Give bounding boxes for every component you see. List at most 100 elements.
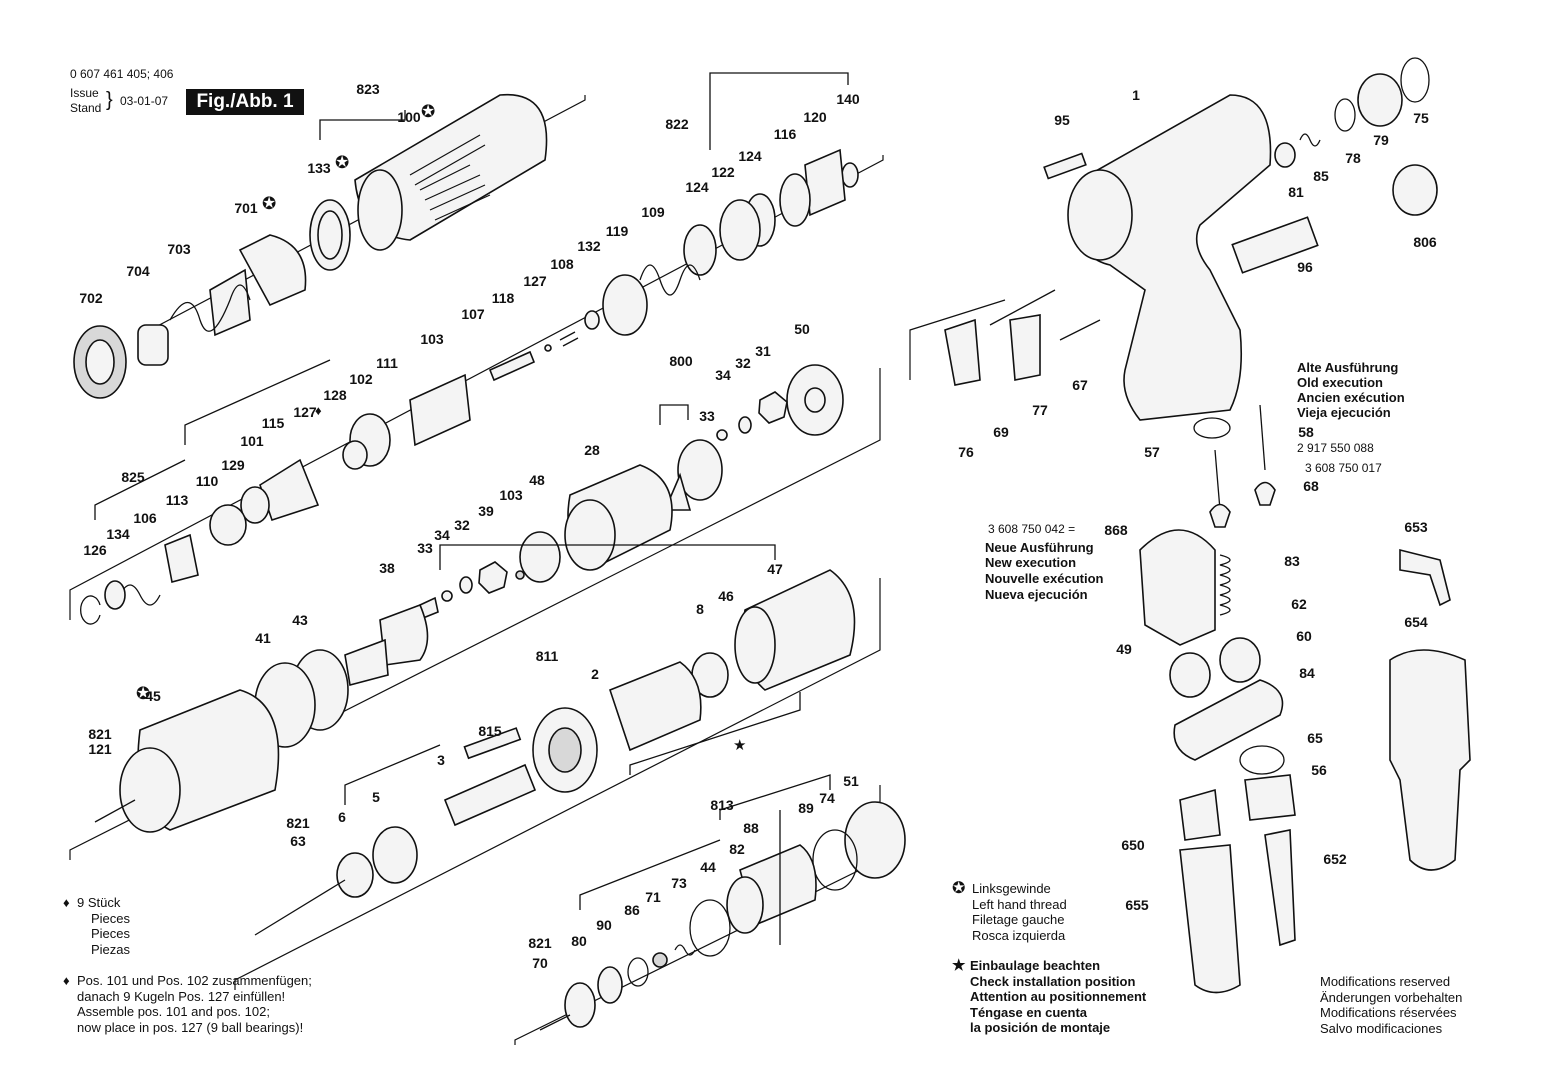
modifications-es: Salvo modificaciones bbox=[1320, 1020, 1443, 1036]
part-number-label: 701 bbox=[234, 200, 258, 216]
part-number-label: 56 bbox=[1311, 762, 1327, 778]
part-number-label: 103 bbox=[499, 487, 523, 503]
part-number-label: 43 bbox=[292, 612, 308, 628]
part-number-label: 132 bbox=[577, 238, 601, 254]
old-part-b: 3 608 750 017 bbox=[1305, 461, 1382, 475]
part-number-label: 34 bbox=[715, 367, 731, 383]
part-number-label: 121 bbox=[88, 741, 112, 757]
part-number-label: 86 bbox=[624, 902, 640, 918]
part-number-label: 821 bbox=[528, 935, 552, 951]
part-number-label: 101 bbox=[240, 433, 264, 449]
part-number-label: 120 bbox=[803, 109, 827, 125]
part-number-label: 107 bbox=[461, 306, 485, 322]
legend-pieces: ♦9 Stück Pieces Pieces Piezas bbox=[63, 895, 130, 957]
part-number-label: 70 bbox=[532, 955, 548, 971]
part-number-label: 815 bbox=[478, 723, 502, 739]
modifications-notice: Modifications reserved Änderungen vorbeh… bbox=[1320, 974, 1462, 1036]
part-number-label: 49 bbox=[1116, 641, 1132, 657]
old-execution-de: Alte Ausführung bbox=[1297, 360, 1399, 375]
new-execution-en: New execution bbox=[985, 555, 1077, 570]
part-number-label: 57 bbox=[1144, 444, 1160, 460]
part-number-label: 67 bbox=[1072, 377, 1088, 393]
old-execution-es: Vieja ejecución bbox=[1297, 405, 1391, 420]
part-number-label: 96 bbox=[1297, 259, 1313, 275]
parts-row-1 bbox=[73, 93, 548, 399]
legend-pieces-es: Piezas bbox=[91, 941, 131, 957]
part-number-label: 109 bbox=[641, 204, 665, 220]
legend-install-es1: Téngase en cuenta bbox=[970, 1004, 1088, 1020]
part-number-label: 33 bbox=[699, 408, 715, 424]
part-number-label: 88 bbox=[743, 820, 759, 836]
brace-glyph: } bbox=[106, 89, 113, 111]
leader-lines bbox=[94, 72, 849, 910]
old-execution-fr: Ancien exécution bbox=[1297, 390, 1405, 405]
legend-assembly-line4: now place in pos. 127 (9 ball bearings)! bbox=[77, 1019, 304, 1035]
part-number-label: 127 bbox=[523, 273, 547, 289]
part-number-label: 655 bbox=[1125, 897, 1149, 913]
part-number-label: 825 bbox=[121, 469, 145, 485]
legend-assembly: ♦Pos. 101 und Pos. 102 zusammenfügen; da… bbox=[63, 973, 312, 1035]
part-number-label: 111 bbox=[376, 355, 398, 371]
part-number-label: 60 bbox=[1296, 628, 1312, 644]
part-number-label: 124 bbox=[685, 179, 709, 195]
legend-left-thread-es: Rosca izquierda bbox=[972, 927, 1066, 943]
part-number-label: 63 bbox=[290, 833, 306, 849]
part-number-label: 84 bbox=[1299, 665, 1315, 681]
part-number-label: 127 bbox=[293, 404, 317, 420]
part-number-label: 652 bbox=[1323, 851, 1347, 867]
part-number-label: 47 bbox=[767, 561, 783, 577]
old-part-a: 2 917 550 088 bbox=[1297, 441, 1374, 455]
part-number-label: 100 bbox=[397, 109, 421, 125]
part-number-label: 83 bbox=[1284, 553, 1300, 569]
part-number-label: 1 bbox=[1132, 87, 1140, 103]
part-number-label: 806 bbox=[1413, 234, 1437, 250]
part-number-label: 102 bbox=[349, 371, 373, 387]
part-number-label: 133 bbox=[307, 160, 331, 176]
part-number-label: 85 bbox=[1313, 168, 1329, 184]
part-number-label: 80 bbox=[571, 933, 587, 949]
part-number-label: 822 bbox=[665, 116, 689, 132]
legend-install: ★Einbaulage beachten Check installation … bbox=[952, 958, 1146, 1036]
part-number-label: 134 bbox=[106, 526, 130, 542]
part-number-label: 126 bbox=[83, 542, 107, 558]
part-number-label: 75 bbox=[1413, 110, 1429, 126]
part-number-label: 77 bbox=[1032, 402, 1048, 418]
part-number-label: 8 bbox=[696, 601, 704, 617]
part-number-label: 653 bbox=[1404, 519, 1428, 535]
part-number-label: 106 bbox=[133, 510, 157, 526]
part-number-label: 119 bbox=[606, 223, 629, 239]
figure-title: Fig./Abb. 1 bbox=[186, 89, 304, 115]
part-number-label: 704 bbox=[126, 263, 150, 279]
part-number-label: 51 bbox=[843, 773, 859, 789]
part-number-label: 95 bbox=[1054, 112, 1070, 128]
part-number-label: 140 bbox=[836, 91, 860, 107]
part-number-label: 76 bbox=[958, 444, 974, 460]
part-number-label: 868 bbox=[1104, 522, 1128, 538]
part-number-label: 81 bbox=[1288, 184, 1304, 200]
old-execution-en: Old execution bbox=[1297, 375, 1383, 390]
modifications-de: Änderungen vorbehalten bbox=[1320, 989, 1463, 1005]
part-number-label: 113 bbox=[166, 492, 189, 508]
legend-pieces-en: Pieces bbox=[91, 910, 131, 926]
part-number-label: 122 bbox=[711, 164, 735, 180]
part-number-label: 89 bbox=[798, 800, 814, 816]
part-number-label: 45 bbox=[145, 688, 161, 704]
legend-install-es2: la posición de montaje bbox=[970, 1020, 1111, 1035]
part-number-label: 31 bbox=[755, 343, 771, 359]
left-thread-marker: ✪ bbox=[421, 102, 436, 121]
modifications-fr: Modifications réservées bbox=[1320, 1005, 1457, 1020]
legend-left-thread-de: Linksgewinde bbox=[972, 881, 1051, 896]
part-number-label: 50 bbox=[794, 321, 810, 337]
star-icon: ★ bbox=[952, 957, 966, 974]
part-number-label: 3 bbox=[437, 752, 445, 768]
part-number-label: 2 bbox=[591, 666, 599, 682]
part-number-label: 129 bbox=[221, 457, 245, 473]
part-number-label: 650 bbox=[1121, 837, 1145, 853]
diamond-icon: ♦ bbox=[63, 973, 70, 988]
part-number-label: 41 bbox=[255, 630, 271, 646]
new-execution-es: Nueva ejecución bbox=[985, 587, 1088, 602]
part-number-label: 73 bbox=[671, 875, 687, 891]
part-number-label: 68 bbox=[1303, 478, 1319, 494]
